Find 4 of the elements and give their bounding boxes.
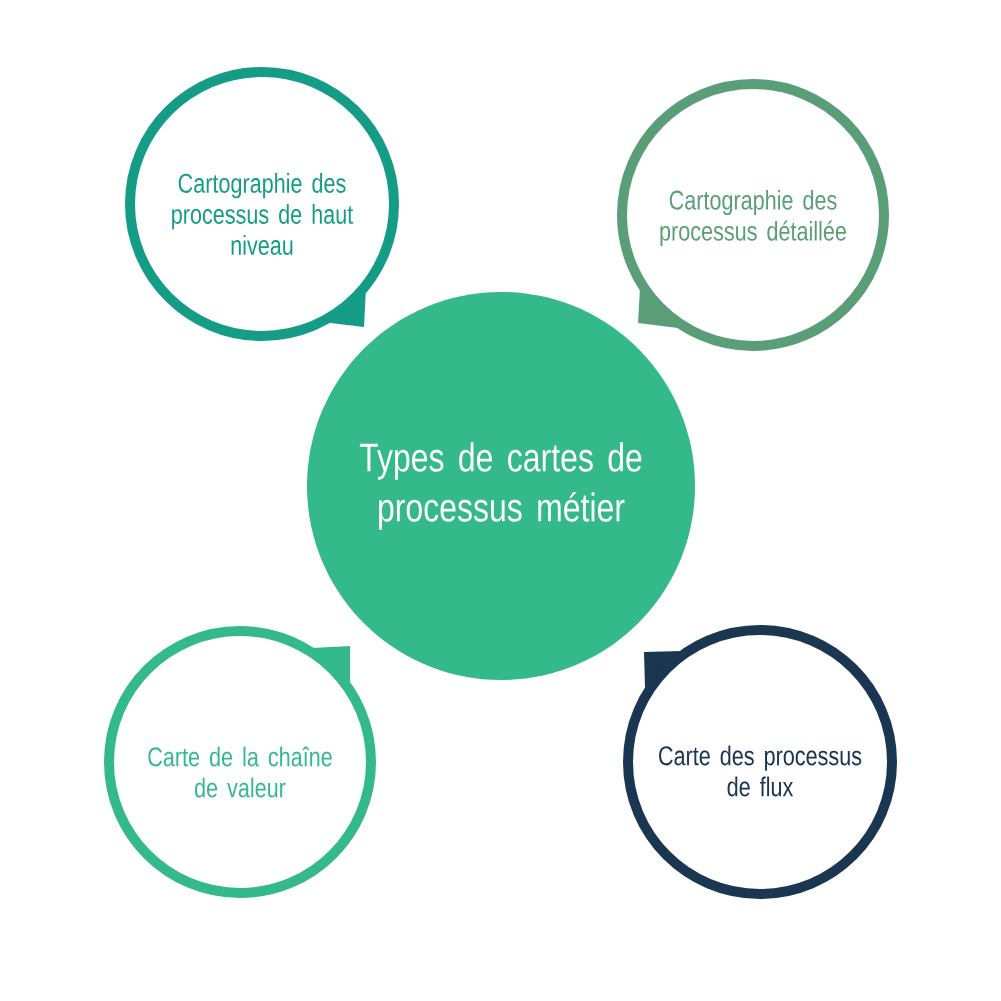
speech-bubble: Carte des processus de flux (623, 625, 897, 899)
speech-bubble: Carte de la chaîne de valeur (104, 626, 376, 898)
speech-bubble: Cartographie des processus de haut niveau (125, 67, 399, 341)
speech-bubble: Cartographie des processus détaillée (617, 79, 889, 351)
